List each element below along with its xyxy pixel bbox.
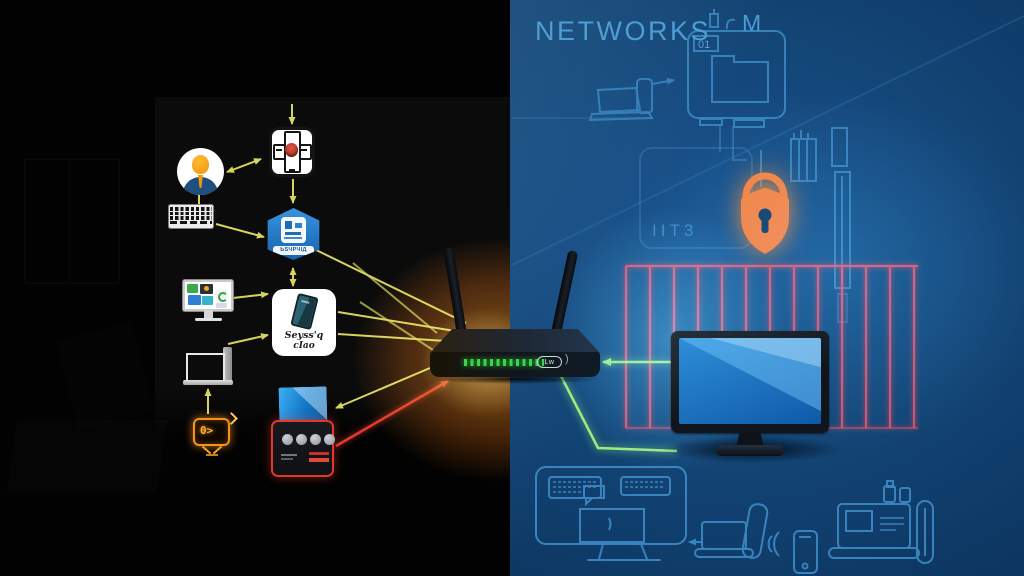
- router-port-glyph: ): [565, 353, 569, 365]
- handheld-device: [290, 292, 319, 331]
- chassis-text-line: [281, 454, 297, 456]
- yellow-connectors: [198, 104, 467, 414]
- chassis-text-line: [281, 458, 293, 460]
- terminal-prompt-text: 0>: [200, 424, 214, 437]
- d-glyph: [725, 18, 736, 30]
- blueprint-phone: [793, 530, 818, 574]
- card-caption-line1: Seyss'q: [284, 330, 324, 341]
- server-box-tab-label: 01: [698, 39, 710, 51]
- keyboard-keys-row: [170, 211, 212, 216]
- alert-bar: [309, 458, 329, 462]
- wall-letter-m: M: [742, 10, 761, 36]
- shield-app-icon: ЬЅЧРЧІД: [267, 208, 320, 260]
- app-tile-e-logo: [215, 289, 228, 302]
- desktop-monitor: [671, 331, 829, 433]
- alert-connector: [335, 379, 449, 448]
- monitor-base: [195, 318, 222, 321]
- monitor-screen: [679, 338, 821, 424]
- app-tile-teal: [202, 296, 213, 305]
- user-avatar-icon: [177, 148, 224, 195]
- wifi-arcs-icon: [767, 531, 780, 557]
- alert-bar: [309, 452, 329, 455]
- dash-left: [276, 149, 282, 151]
- glyph: [285, 232, 301, 235]
- nas-chassis: [271, 420, 335, 477]
- router-shadow: [428, 374, 602, 384]
- terminal-foot: [206, 454, 218, 456]
- shield-label: ЬЅЧРЧІД: [273, 246, 314, 255]
- router-badge: Lw: [537, 356, 562, 368]
- tower-bar: [223, 347, 232, 382]
- blueprint-arrow: [651, 77, 675, 85]
- router-top-face: [430, 329, 600, 353]
- glyph: [284, 237, 302, 239]
- security-card-icon: Seyss'q cIao: [272, 289, 336, 356]
- monitor-apps-icon: [183, 280, 233, 321]
- blueprint-stick-2: [916, 500, 934, 564]
- avatar-head: [192, 155, 209, 174]
- monitor-stand-neck: [736, 433, 764, 447]
- app-tile-dark: [200, 284, 213, 294]
- drive-bays: [282, 434, 335, 445]
- red-emblem: [285, 143, 298, 157]
- laptop-icon: [183, 347, 238, 387]
- app-tile-gray: [216, 303, 227, 308]
- app-tile-blue: [188, 295, 201, 305]
- page-title: NETWORKS: [535, 16, 712, 46]
- dash-right: [301, 149, 307, 151]
- nas-device-icon: [271, 386, 335, 479]
- shield-inner-card: [281, 217, 306, 243]
- monitor-stand: [204, 310, 213, 318]
- app-tile-green: [187, 284, 198, 293]
- router-led-strip: [464, 359, 544, 366]
- glyph: [295, 223, 302, 228]
- cross-foot: [289, 169, 295, 172]
- monitor-stand-base: [716, 445, 784, 456]
- glyph: [285, 221, 292, 229]
- card-caption-line2: cIao: [293, 341, 315, 351]
- avatar-tie: [198, 175, 203, 188]
- keyboard-spacebar-row: [170, 220, 212, 225]
- medical-app-icon: [269, 127, 315, 177]
- keyboard-keys-row: [170, 207, 212, 211]
- keyboard-icon: [168, 204, 214, 229]
- terminal-icon: 0>: [193, 412, 238, 456]
- nas-screen: [278, 386, 328, 425]
- laptop-base: [183, 380, 233, 385]
- keyboard-keys-row: [170, 216, 212, 220]
